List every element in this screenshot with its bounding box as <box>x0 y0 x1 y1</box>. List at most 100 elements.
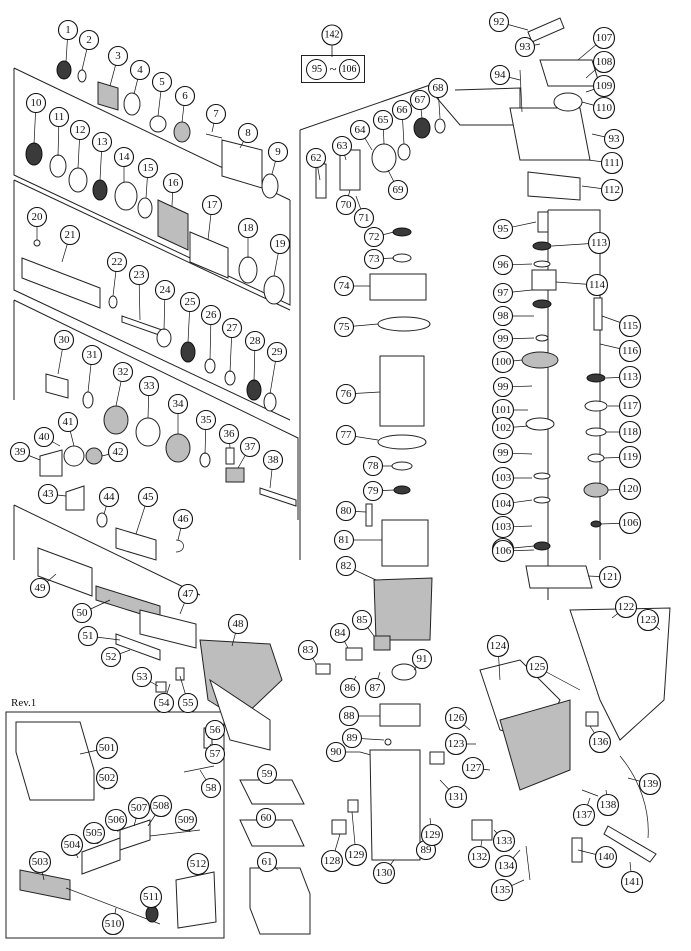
callout-label: 106 <box>622 517 639 529</box>
callout-bubble <box>59 224 81 246</box>
callout-c72: 72 <box>363 226 385 248</box>
callout-label: 64 <box>355 124 367 136</box>
part-internal-wire <box>525 845 531 881</box>
callout-label: 99 <box>498 381 510 393</box>
callout-c36: 36 <box>218 423 240 445</box>
callout-label: 116 <box>622 345 639 357</box>
part-knob <box>85 447 103 465</box>
callout-bubble <box>592 26 616 50</box>
callout-bubble <box>638 772 662 796</box>
callout-label: 96 <box>498 259 510 271</box>
part-bushing <box>123 92 141 116</box>
part-shaft <box>537 211 549 233</box>
callout-label: 503 <box>32 856 49 868</box>
callout-bubble <box>112 361 134 383</box>
callout-c134: 134 <box>494 854 518 878</box>
callout-bubble <box>489 64 511 86</box>
callout-label: 59 <box>262 768 274 780</box>
part-armature <box>379 355 425 427</box>
callout-c12: 12 <box>69 119 91 141</box>
callout-label: 29 <box>272 346 284 358</box>
callout-c508: 508 <box>149 794 173 818</box>
callout-label: 54 <box>159 697 171 709</box>
callout-label: 53 <box>137 671 149 683</box>
callout-c76: 76 <box>335 383 357 405</box>
part-front-cap <box>56 60 72 80</box>
callout-label: 102 <box>495 422 512 434</box>
callout-c98: 98 <box>492 305 514 327</box>
callout-c61: 61 <box>256 851 278 873</box>
callout-label: 511 <box>143 891 159 903</box>
callout-c504: 504 <box>60 833 84 857</box>
callout-c94: 94 <box>489 64 511 86</box>
callout-bubble <box>349 119 371 141</box>
part-bearing-5 <box>413 117 431 139</box>
part-gear <box>135 417 161 447</box>
callout-label: 93 <box>520 41 532 53</box>
callout-bubble <box>177 692 199 714</box>
part-grease-tube <box>175 871 217 929</box>
callout-c29: 29 <box>266 341 288 363</box>
callout-c511: 511 <box>139 885 163 909</box>
part-clutch-plate <box>525 417 555 431</box>
callout-c87: 87 <box>364 677 386 699</box>
callout-bubble <box>100 646 122 668</box>
callout-layer: 1234567891011121314151617181920212223242… <box>9 11 662 936</box>
callout-label: 69 <box>393 184 405 196</box>
callout-bubble <box>492 282 514 304</box>
callout-bubble <box>266 341 288 363</box>
lever-parts <box>39 445 184 561</box>
callout-label: 24 <box>160 284 172 296</box>
callout-c140: 140 <box>594 845 618 869</box>
callout-bubble <box>149 794 173 818</box>
part-inner-cover-2 <box>525 565 593 589</box>
callout-label: 50 <box>77 607 89 619</box>
callout-bubble <box>139 885 163 909</box>
callout-c16: 16 <box>162 172 184 194</box>
callout-bubble <box>69 119 91 141</box>
part-bearing <box>92 179 108 201</box>
callout-bubble <box>618 445 642 469</box>
callout-bubble <box>351 609 373 631</box>
gear-parts <box>45 373 297 507</box>
callout-bubble <box>227 613 249 635</box>
callout-c73: 73 <box>363 248 385 270</box>
callout-bubble <box>53 329 75 351</box>
callout-label: 98 <box>498 310 510 322</box>
callout-bubble <box>131 666 153 688</box>
callout-label: 89 <box>347 732 359 744</box>
callout-bubble <box>585 273 609 297</box>
callout-label: 131 <box>448 791 465 803</box>
callout-c31: 31 <box>81 344 103 366</box>
callout-c14: 14 <box>113 146 135 168</box>
callout-bubble <box>95 766 119 790</box>
callout-label: 129 <box>348 849 365 861</box>
callout-label: 67 <box>415 94 427 106</box>
callout-bubble <box>491 350 515 374</box>
rev1-accessory-box <box>5 711 225 939</box>
part-handle-grip <box>499 699 571 791</box>
callout-label: 79 <box>368 485 380 497</box>
callout-label: 13 <box>97 136 109 148</box>
part-ball <box>33 239 41 247</box>
part-seal <box>25 142 43 166</box>
callout-label: 71 <box>359 212 370 224</box>
callout-c79: 79 <box>362 480 384 502</box>
callout-bubble <box>391 99 413 121</box>
part-washer-12 <box>533 496 551 504</box>
callout-label: 78 <box>368 460 380 472</box>
part-gasket <box>527 171 581 201</box>
callout-bubble <box>525 655 549 679</box>
part-bearing-9 <box>586 373 606 383</box>
callout-c132: 132 <box>467 845 491 869</box>
callout-bubble <box>335 424 357 446</box>
callout-bubble <box>137 486 159 508</box>
callout-c110: 110 <box>592 96 616 120</box>
callout-bubble <box>333 275 355 297</box>
part-piston <box>45 373 69 399</box>
part-crank-housing <box>509 107 591 161</box>
callout-bubble <box>372 109 394 131</box>
callout-bubble <box>618 365 642 389</box>
callout-bubble <box>221 317 243 339</box>
